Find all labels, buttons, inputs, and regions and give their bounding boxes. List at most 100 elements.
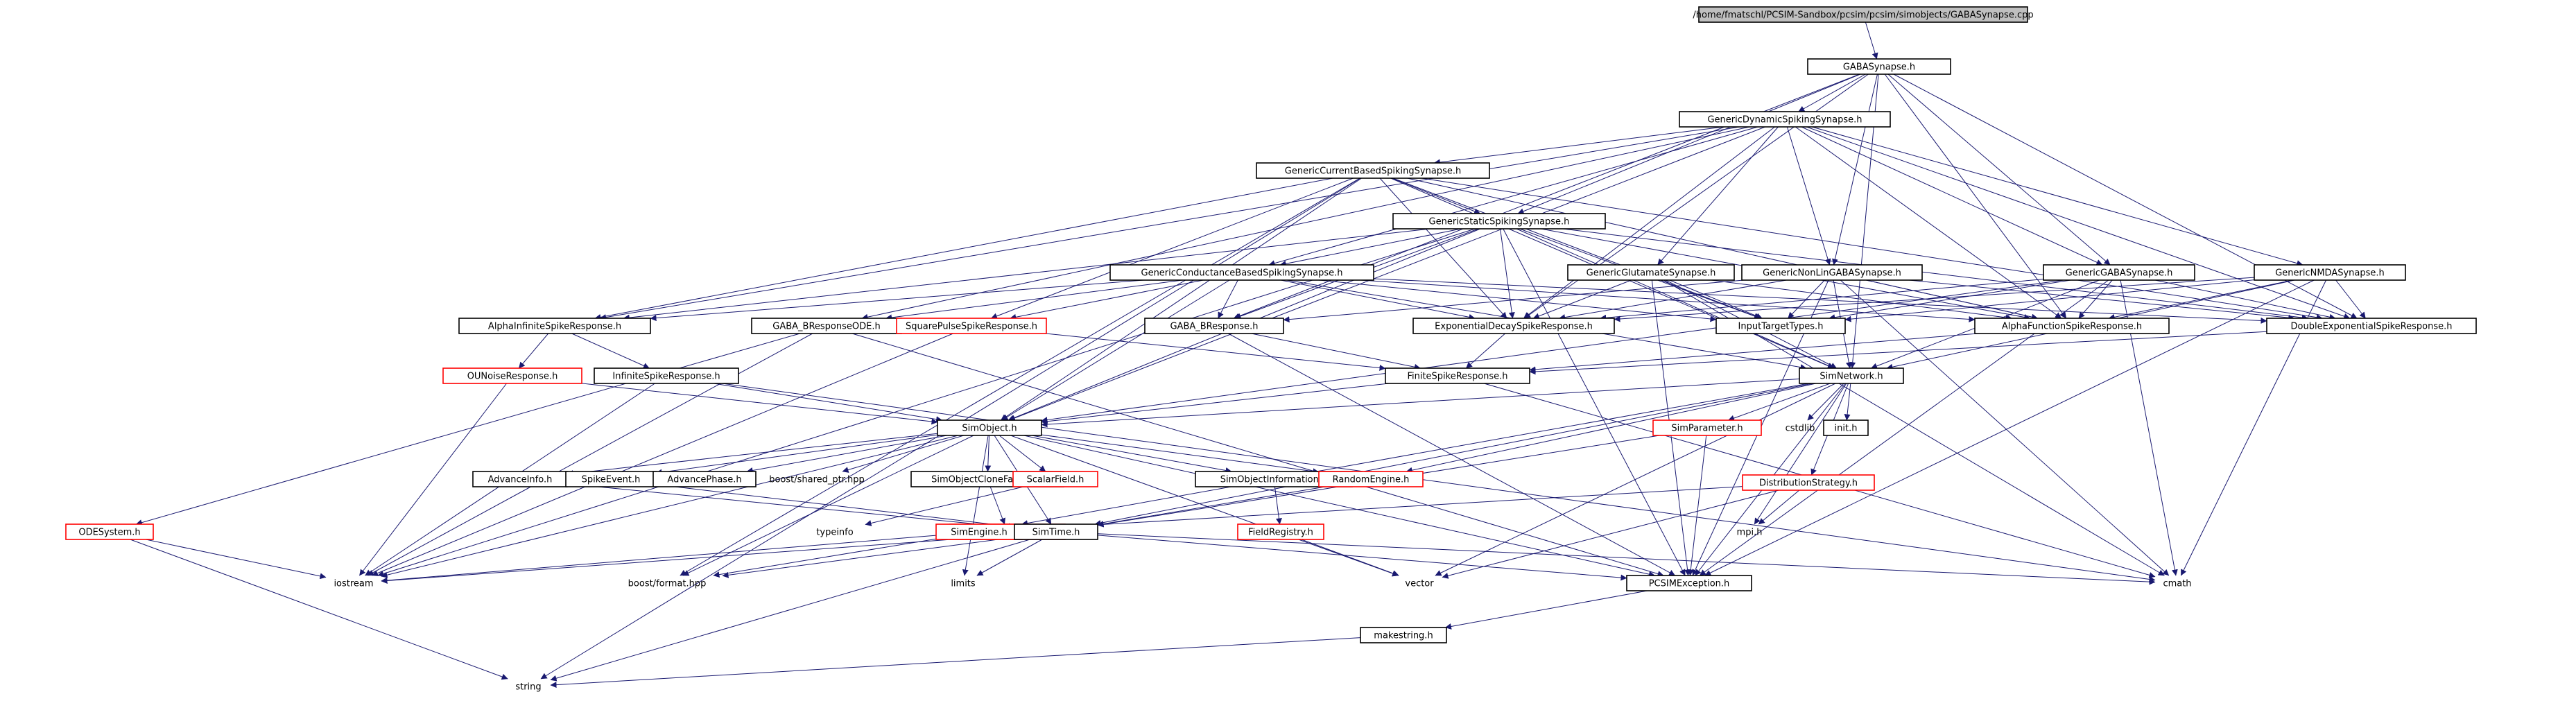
- edge-gcondbss-to-gabab: [1218, 279, 1238, 319]
- node-simtime[interactable]: SimTime.h: [1014, 523, 1098, 540]
- edge-ggaba-to-alphafunc: [2078, 279, 2113, 319]
- edge-root-to-gaba: [1865, 21, 1878, 60]
- edge-gsss-to-pcsimexc: [1503, 228, 1686, 576]
- node-soinfo[interactable]: SimObjectInformation.h: [1195, 471, 1353, 487]
- edge-gcbss-to-expdecay: [1379, 178, 1507, 319]
- edge-gaba-to-alphafunc: [1884, 73, 2067, 319]
- edge-infinite-to-simobject: [714, 383, 943, 423]
- edge-gcbss-to-inputtarget: [1392, 178, 1761, 320]
- node-diststrat[interactable]: DistributionStrategy.h: [1742, 474, 1875, 491]
- node-finite[interactable]: FiniteSpikeResponse.h: [1385, 367, 1530, 384]
- node-gnmda[interactable]: GenericNMDASynapse.h: [2254, 264, 2406, 281]
- node-doubleexp[interactable]: DoubleExponentialSpikeResponse.h: [2266, 318, 2477, 334]
- node-advphase[interactable]: AdvancePhase.h: [652, 471, 757, 487]
- node-typeinfo[interactable]: typeinfo: [816, 528, 853, 538]
- node-box-ggaba: [2043, 264, 2195, 281]
- node-scalarfield[interactable]: ScalarField.h: [1012, 471, 1098, 487]
- node-odesystem[interactable]: ODESystem.h: [65, 523, 154, 540]
- node-advinfo[interactable]: AdvanceInfo.h: [472, 471, 568, 487]
- edge-alphainf-to-ounoise: [518, 333, 549, 369]
- edge-gnlgaba-to-expdecay: [1559, 279, 1787, 321]
- edge-gnmda-to-expdecay: [1614, 277, 2255, 322]
- edge-infinite-to-cmath: [722, 383, 2156, 582]
- node-gabab[interactable]: GABA_BResponse.h: [1144, 318, 1284, 334]
- edge-ounoise-to-simobject: [581, 383, 938, 425]
- edge-gcondbss-to-doubleexp: [1373, 278, 2267, 324]
- node-simengine[interactable]: SimEngine.h: [935, 523, 1023, 540]
- edge-simobject-to-randomengine: [1041, 434, 1320, 475]
- node-vector[interactable]: vector: [1405, 579, 1434, 589]
- edge-simtime-to-limits: [976, 539, 1043, 576]
- edge-randomengine-to-simtime: [1097, 486, 1326, 527]
- edge-gnmda-to-pcsimexc: [1704, 279, 2315, 576]
- node-expdecay[interactable]: ExponentialDecaySpikeResponse.h: [1412, 318, 1615, 334]
- node-iostream[interactable]: iostream: [334, 579, 373, 589]
- node-sharedptr[interactable]: boost/shared_ptr.hpp: [769, 475, 865, 485]
- node-mpih[interactable]: mpi.h: [1737, 528, 1763, 538]
- node-inputtarget[interactable]: InputTargetTypes.h: [1715, 318, 1846, 334]
- edge-ggluts-to-inputtarget: [1669, 279, 1763, 319]
- node-root[interactable]: /home/fmatschl/PCSIM-Sandbox/pcsim/pcsim…: [1693, 6, 2034, 23]
- node-cstdlib[interactable]: cstdlib: [1786, 424, 1815, 434]
- node-gaba[interactable]: GABASynapse.h: [1807, 58, 1951, 75]
- node-gdss[interactable]: GenericDynamicSpikingSynapse.h: [1679, 111, 1891, 128]
- node-fieldregistry[interactable]: FieldRegistry.h: [1237, 523, 1324, 540]
- node-boostformat[interactable]: boost/format.hpp: [628, 579, 707, 589]
- edge-simnetwork-to-simobject: [1041, 379, 1800, 428]
- node-simobject[interactable]: SimObject.h: [937, 419, 1042, 436]
- node-sqpulse[interactable]: SquarePulseSpikeResponse.h: [896, 318, 1047, 334]
- edge-ggaba-to-expdecay: [1600, 279, 2044, 321]
- edge-simtime-to-iostream: [381, 534, 1015, 584]
- node-spikeevent[interactable]: SpikeEvent.h: [565, 471, 657, 487]
- edge-simobject-to-sharedptr: [842, 435, 965, 473]
- node-alphainf[interactable]: AlphaInfiniteSpikeResponse.h: [458, 318, 651, 334]
- edge-gabab-to-finite: [1251, 333, 1421, 370]
- node-label-spikeevent: SpikeEvent.h: [582, 475, 641, 485]
- node-label-simtime: SimTime.h: [1032, 528, 1080, 538]
- node-label-root: /home/fmatschl/PCSIM-Sandbox/pcsim/pcsim…: [1693, 10, 2033, 21]
- node-box-gabab: [1144, 318, 1284, 334]
- node-ounoise[interactable]: OUNoiseResponse.h: [442, 367, 582, 384]
- node-ggaba[interactable]: GenericGABASynapse.h: [2043, 264, 2195, 281]
- node-box-simparam: [1652, 419, 1762, 436]
- node-gabaode[interactable]: GABA_BResponseODE.h: [751, 318, 902, 334]
- node-label-makestring: makestring.h: [1374, 631, 1433, 641]
- node-label-soinfo: SimObjectInformation.h: [1220, 475, 1328, 485]
- node-makestring[interactable]: makestring.h: [1360, 627, 1447, 643]
- node-ggluts[interactable]: GenericGlutamateSynapse.h: [1567, 264, 1735, 281]
- node-string[interactable]: string: [515, 682, 541, 693]
- edge-gcondbss-to-alphainf: [650, 279, 1144, 322]
- node-gsss[interactable]: GenericStaticSpikingSynapse.h: [1392, 213, 1606, 230]
- node-label-simobject: SimObject.h: [962, 424, 1017, 434]
- node-gcbss[interactable]: GenericCurrentBasedSpikingSynapse.h: [1256, 162, 1490, 179]
- node-label-sqpulse: SquarePulseSpikeResponse.h: [906, 322, 1037, 332]
- node-randomengine[interactable]: RandomEngine.h: [1318, 471, 1424, 487]
- node-gcondbss[interactable]: GenericConductanceBasedSpikingSynapse.h: [1109, 264, 1374, 281]
- edge-simobject-to-cloneFactory: [985, 435, 992, 472]
- node-box-gsss: [1392, 213, 1606, 230]
- node-label-alphafunc: AlphaFunctionSpikeResponse.h: [2002, 322, 2142, 332]
- edge-gdss-to-doubleexp: [1806, 126, 2351, 320]
- edge-gcondbss-to-expdecay: [1280, 279, 1476, 320]
- node-cmath[interactable]: cmath: [2163, 579, 2191, 589]
- node-label-gabaode: GABA_BResponseODE.h: [772, 322, 880, 332]
- node-label-infinite: InfiniteSpikeResponse.h: [612, 372, 720, 382]
- edge-layer: [130, 21, 2366, 689]
- node-gnlgaba[interactable]: GenericNonLinGABASynapse.h: [1741, 264, 1923, 281]
- node-label-gcbss: GenericCurrentBasedSpikingSynapse.h: [1285, 166, 1461, 177]
- node-alphafunc[interactable]: AlphaFunctionSpikeResponse.h: [1974, 318, 2170, 334]
- node-inth[interactable]: init.h: [1823, 419, 1869, 436]
- edge-simnetwork-to-mpih: [1754, 383, 1847, 525]
- node-simparam[interactable]: SimParameter.h: [1652, 419, 1762, 436]
- edge-odesystem-to-string: [130, 539, 508, 680]
- node-layer: /home/fmatschl/PCSIM-Sandbox/pcsim/pcsim…: [65, 6, 2477, 693]
- node-box-simnetwork: [1799, 367, 1904, 384]
- node-pcsimexc[interactable]: PCSIMException.h: [1626, 575, 1752, 591]
- edge-spikeevent-to-simtime: [655, 484, 1015, 530]
- node-simnetwork[interactable]: SimNetwork.h: [1799, 367, 1904, 384]
- node-limits[interactable]: limits: [951, 579, 976, 589]
- node-label-cstdlib: cstdlib: [1786, 424, 1815, 434]
- edge-gsss-to-expdecay: [1500, 228, 1515, 319]
- node-infinite[interactable]: InfiniteSpikeResponse.h: [594, 367, 739, 384]
- edge-gdss-to-gnmda: [1811, 126, 2303, 267]
